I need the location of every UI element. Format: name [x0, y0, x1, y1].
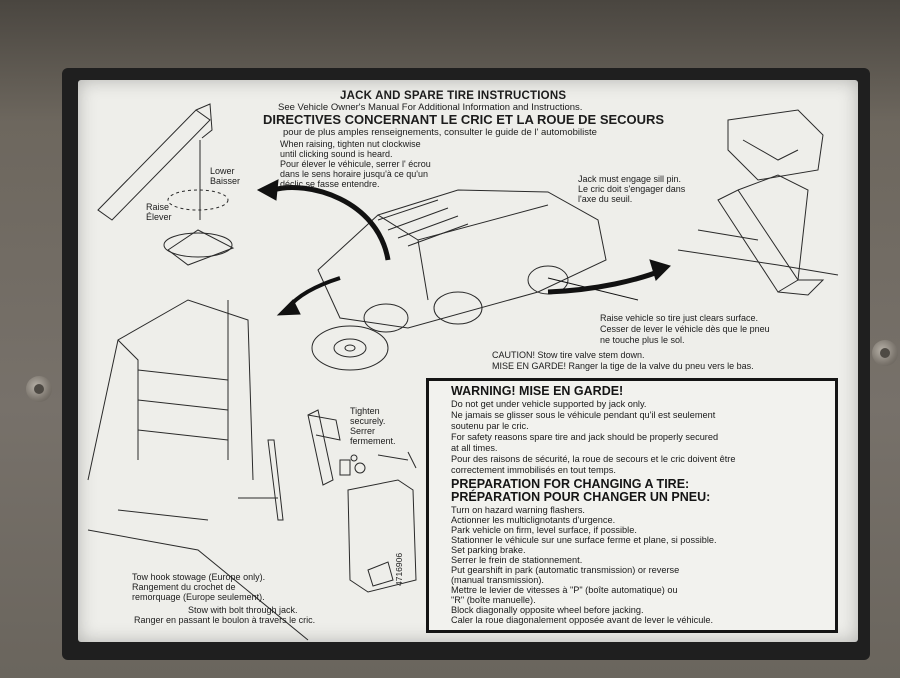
- stow-note-line: Ranger en passant le boulon à travers le…: [134, 615, 316, 625]
- jack-bag-drawing: [347, 479, 417, 593]
- jack-instruction-label: JACK AND SPARE TIRE INSTRUCTIONS See Veh…: [78, 80, 858, 642]
- prep-line: Turn on hazard warning flashers.: [451, 505, 585, 515]
- warning-line: correctement immobilisés en tout temps.: [451, 465, 616, 475]
- part-number: 4716906: [394, 552, 404, 586]
- lift-arrow: [272, 185, 391, 261]
- prep-line: Set parking brake.: [451, 545, 526, 555]
- cargo-area-drawing: [87, 299, 254, 481]
- jack-and-tire-illustration: [87, 103, 839, 641]
- raise-vehicle-note-line: ne touche plus le sol.: [600, 335, 685, 345]
- left-trim-plug: [26, 376, 52, 402]
- label-subtitle: See Vehicle Owner's Manual For Additiona…: [278, 102, 583, 113]
- prep-line: Caler la roue diagonalement opposée avan…: [451, 615, 714, 625]
- tighten-note-line: fermement.: [350, 436, 396, 446]
- scissor-jack-drawing: [717, 189, 799, 293]
- wrench-drawing: [267, 439, 284, 521]
- minivan-drawing: [317, 189, 607, 329]
- prep-line: Actionner les multiclignotants d'urgence…: [451, 515, 616, 525]
- tow-hook-note-line: remorquage (Europe seulement).: [132, 592, 265, 602]
- sill-note-line: Jack must engage sill pin.: [578, 174, 682, 184]
- caution-note-line: MISE EN GARDE! Ranger la tige de la valv…: [492, 361, 754, 371]
- raise-vehicle-note-line: Raise vehicle so tire just clears surfac…: [600, 313, 759, 323]
- label-subtitle-fr: pour de plus amples renseignements, cons…: [283, 127, 597, 138]
- prep-line: Park vehicle on firm, level surface, if …: [451, 525, 637, 535]
- raising-note-line: dans le sens horaire jusqu'à ce qu'un: [280, 169, 429, 179]
- warning-heading: WARNING! MISE EN GARDE!: [451, 384, 624, 398]
- warning-line: For safety reasons spare tire and jack s…: [451, 432, 719, 442]
- lower-label-fr: Baisser: [210, 176, 241, 186]
- raising-note-line: When raising, tighten nut clockwise: [280, 139, 421, 149]
- sill-note-line: l'axe du seuil.: [578, 194, 633, 204]
- raise-vehicle-note-line: Cesser de lever le véhicle dès que le pn…: [600, 324, 770, 334]
- prep-heading-fr: PRÉPARATION POUR CHANGER UN PNEU:: [451, 490, 711, 504]
- lower-label: Lower: [210, 166, 235, 176]
- raise-label: Raise: [146, 202, 170, 212]
- warning-box: WARNING! MISE EN GARDE! Do not get under…: [426, 378, 838, 633]
- raising-note-line: Pour élever le véhicule, serrer l' écrou: [280, 159, 431, 169]
- warning-line: Ne jamais se glisser sous le véhicule pe…: [451, 410, 716, 420]
- sill-note-line: Le cric doit s'engager dans: [578, 184, 686, 194]
- prep-line: Stationner le véhicule sur une surface f…: [451, 535, 717, 545]
- raise-label-fr: Élever: [146, 212, 172, 222]
- right-trim-plug: [872, 340, 898, 366]
- tighten-note-line: securely.: [350, 416, 386, 426]
- prep-line: "R" (boîte manuelle).: [451, 595, 536, 605]
- prep-heading: PREPARATION FOR CHANGING A TIRE:: [451, 477, 690, 491]
- prep-line: Block diagonally opposite wheel before j…: [451, 605, 644, 615]
- stow-note-line: Stow with bolt through jack.: [188, 605, 298, 615]
- warning-line: at all times.: [451, 443, 498, 453]
- warning-line: soutenu par le cric.: [451, 421, 529, 431]
- jack-handle-drawing: [97, 109, 211, 221]
- prep-line: Serrer le frein de stationnement.: [451, 555, 583, 565]
- tighten-note-line: Tighten: [350, 406, 380, 416]
- tow-hook-note-line: Rangement du crochet de: [132, 582, 236, 592]
- spare-tire-drawing: [311, 325, 389, 371]
- prep-line: Put gearshift in park (automatic transmi…: [451, 565, 680, 575]
- raising-note-line: déclic se fasse entendre.: [280, 179, 380, 189]
- tighten-note-line: Serrer: [350, 426, 376, 436]
- prep-line: Mettre le levier de vitesses à "P" (boît…: [451, 585, 678, 595]
- prep-line: (manual transmission).: [451, 575, 544, 585]
- caution-note-line: CAUTION! Stow tire valve stem down.: [492, 350, 645, 360]
- warning-line: Do not get under vehicle supported by ja…: [451, 399, 647, 409]
- tow-hook-note-line: Tow hook stowage (Europe only).: [132, 572, 266, 582]
- label-title-fr: DIRECTIVES CONCERNANT LE CRIC ET LA ROUE…: [263, 112, 665, 127]
- raising-note-line: until clicking sound is heard.: [280, 149, 393, 159]
- warning-line: Pour des raisons de sécurité, la roue de…: [451, 454, 736, 464]
- sill-drawing: [727, 109, 824, 181]
- label-title: JACK AND SPARE TIRE INSTRUCTIONS: [340, 90, 567, 102]
